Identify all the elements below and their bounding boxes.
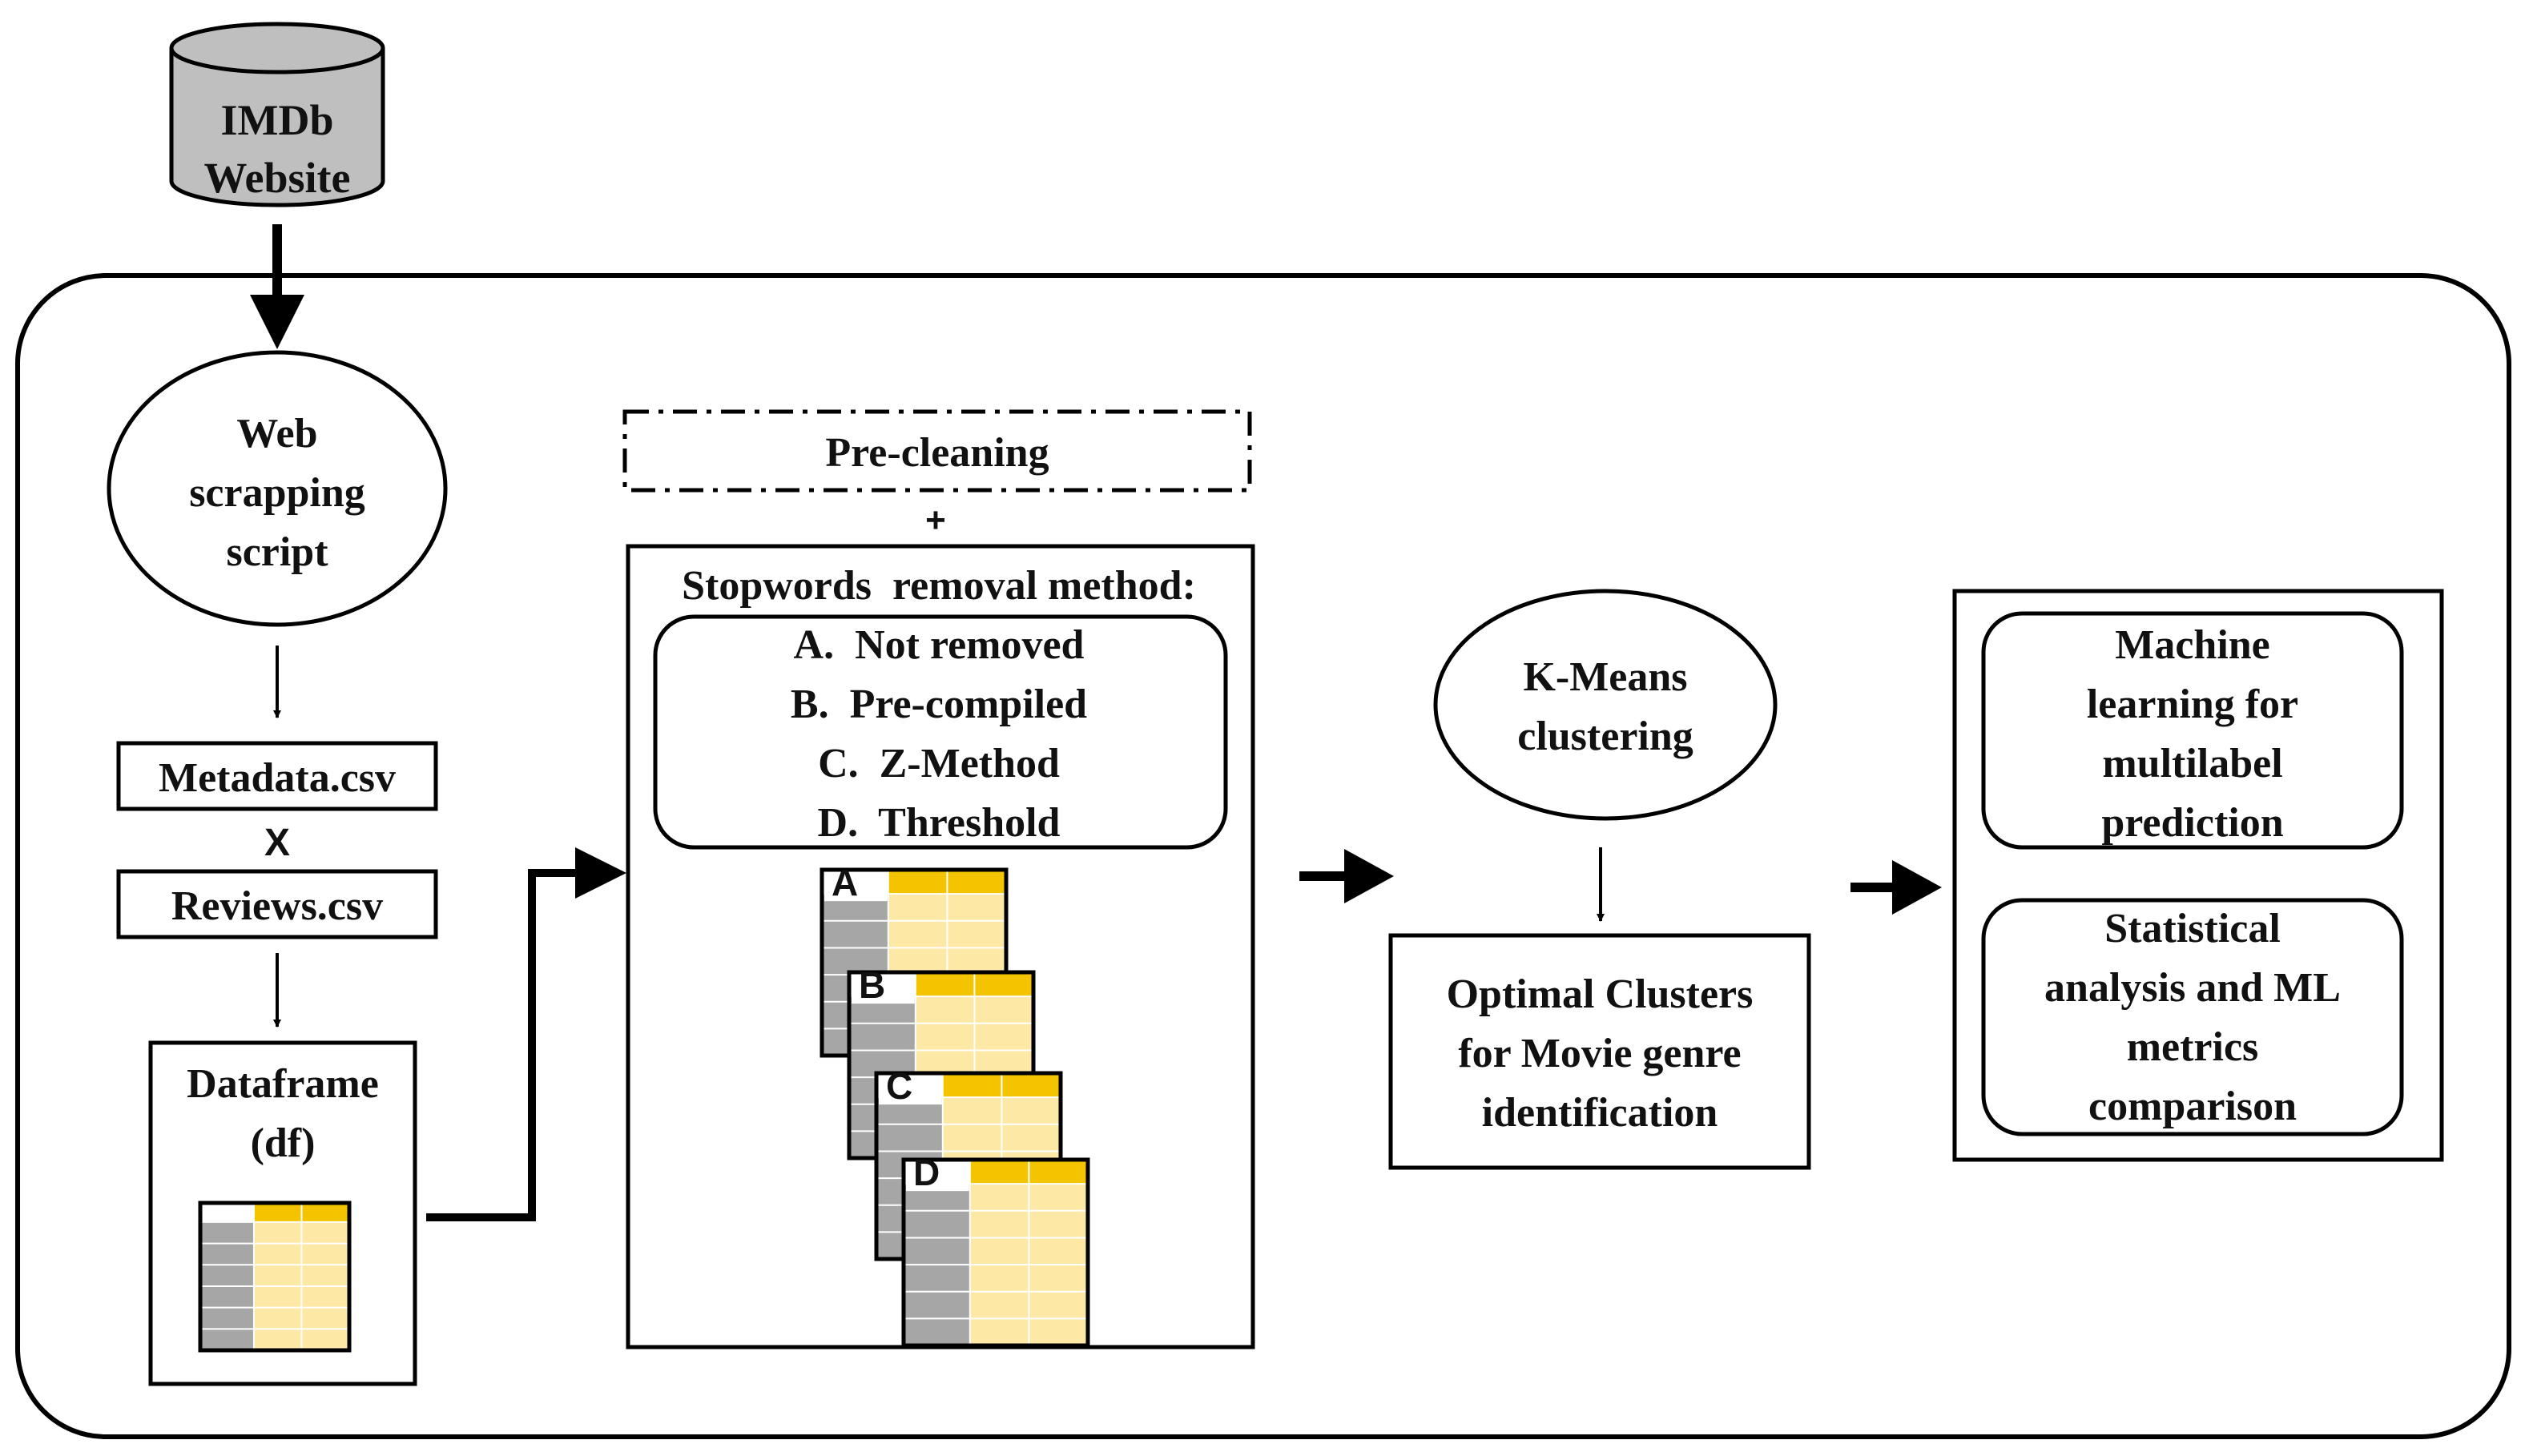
method-d: D. Threshold <box>818 800 1061 846</box>
arrow-icon <box>1850 860 1942 915</box>
kmeans-node <box>1433 589 1778 821</box>
table-letter-a: A <box>832 862 858 903</box>
stats-label-line3: metrics <box>2127 1024 2259 1070</box>
metadata-file-box <box>116 741 438 811</box>
join-symbol: X <box>264 822 290 864</box>
precleaning-box <box>622 409 1252 493</box>
table-letter-b: B <box>859 964 885 1006</box>
database-cylinder-icon <box>169 22 385 207</box>
reviews-file-box <box>116 869 438 939</box>
clusters-label-line2: for Movie genre <box>1458 1031 1741 1076</box>
arrow-icon <box>1299 849 1394 903</box>
scraper-label-line3: script <box>226 529 328 575</box>
table-icon <box>198 1201 352 1353</box>
scraper-node <box>107 350 448 627</box>
stopwords-title: Stopwords removal method: <box>682 563 1196 609</box>
precleaning-label: Pre-cleaning <box>825 430 1049 476</box>
method-a: A. Not removed <box>794 622 1085 668</box>
ml-label-line2: learning for <box>2087 682 2298 727</box>
clusters-box <box>1388 933 1811 1170</box>
ml-label-line4: prediction <box>2101 800 2283 846</box>
kmeans-label-line1: K-Means <box>1523 654 1687 700</box>
method-b: B. Pre-compiled <box>791 682 1087 727</box>
metadata-file-label: Metadata.csv <box>159 755 396 801</box>
kmeans-label-line2: clustering <box>1517 714 1693 759</box>
table-letter-d: D <box>913 1152 940 1193</box>
reviews-file-label: Reviews.csv <box>171 883 383 929</box>
method-c: C. Z-Method <box>818 741 1060 786</box>
ml-box <box>1981 611 2404 850</box>
scraper-label-line1: Web <box>236 411 317 457</box>
source-label-line2: Website <box>204 154 351 202</box>
source-label-line1: IMDb <box>220 96 333 144</box>
stats-label-line2: analysis and ML <box>2044 965 2341 1011</box>
arrow-icon <box>250 224 304 349</box>
table-icon: D <box>901 1152 1090 1348</box>
ml-label-line1: Machine <box>2115 622 2270 668</box>
arrow-icon <box>426 847 626 1221</box>
plus-symbol: + <box>925 501 946 540</box>
dataframe-label-line2: (df) <box>251 1120 316 1166</box>
stats-box <box>1981 898 2404 1136</box>
stats-label-line1: Statistical <box>2104 906 2281 951</box>
pipeline-frame <box>15 273 2511 1439</box>
stats-label-line4: comparison <box>2088 1084 2297 1129</box>
clusters-label-line3: identification <box>1482 1090 1718 1136</box>
methods-list-box <box>653 614 1228 850</box>
scraper-label-line2: scrapping <box>189 470 365 516</box>
table-letter-c: C <box>886 1065 912 1107</box>
dataframe-label-line1: Dataframe <box>187 1061 379 1107</box>
ml-label-line3: multilabel <box>2102 741 2282 786</box>
clusters-label-line1: Optimal Clusters <box>1447 971 1754 1017</box>
stacked-tables: A B C D <box>820 862 1090 1348</box>
table-icon <box>198 1201 352 1353</box>
